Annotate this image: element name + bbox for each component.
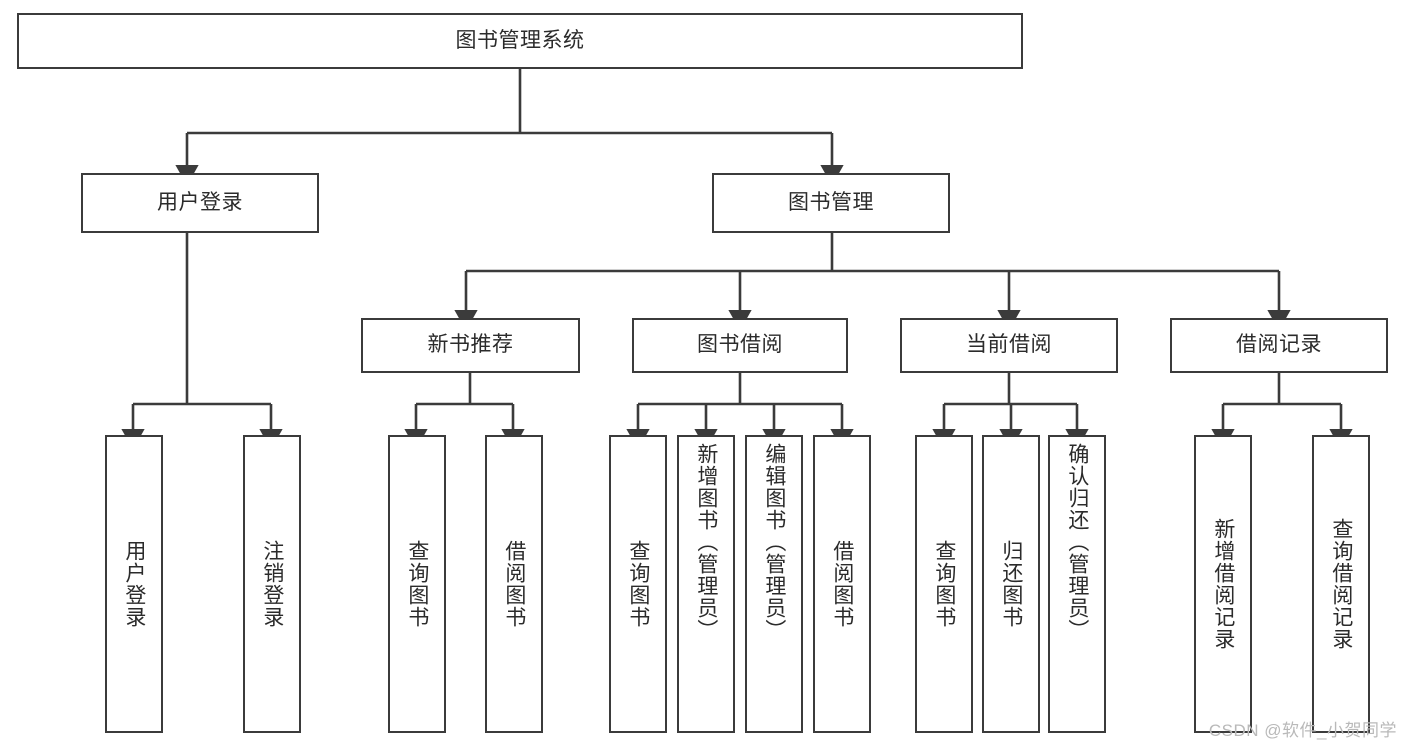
node-leaf-return-book[interactable]: 归还图书 bbox=[982, 435, 1040, 733]
node-leaf-confirm-return-label: 确认归还（管理员） bbox=[1065, 443, 1089, 641]
node-leaf-query-book-2-label: 查询图书 bbox=[626, 540, 650, 628]
node-current-borrow-label: 当前借阅 bbox=[966, 333, 1052, 357]
node-leaf-user-logout-label: 注销登录 bbox=[260, 540, 284, 628]
node-book-borrow-label: 图书借阅 bbox=[697, 333, 783, 357]
node-leaf-query-record[interactable]: 查询借阅记录 bbox=[1312, 435, 1370, 733]
node-leaf-edit-book[interactable]: 编辑图书（管理员） bbox=[745, 435, 803, 733]
node-leaf-add-record-label: 新增借阅记录 bbox=[1211, 518, 1235, 650]
node-leaf-add-book-label: 新增图书（管理员） bbox=[694, 443, 718, 641]
node-leaf-borrow-book-1-label: 借阅图书 bbox=[502, 540, 526, 628]
node-leaf-user-logout[interactable]: 注销登录 bbox=[243, 435, 301, 733]
node-leaf-borrow-book-1[interactable]: 借阅图书 bbox=[485, 435, 543, 733]
node-book-manage-label: 图书管理 bbox=[788, 190, 874, 214]
node-user-login[interactable]: 用户登录 bbox=[81, 173, 319, 233]
node-leaf-borrow-book-2[interactable]: 借阅图书 bbox=[813, 435, 871, 733]
node-leaf-query-book-3[interactable]: 查询图书 bbox=[915, 435, 973, 733]
node-leaf-add-book[interactable]: 新增图书（管理员） bbox=[677, 435, 735, 733]
node-root-label: 图书管理系统 bbox=[455, 28, 585, 52]
node-leaf-query-book-1[interactable]: 查询图书 bbox=[388, 435, 446, 733]
node-leaf-user-login[interactable]: 用户登录 bbox=[105, 435, 163, 733]
node-leaf-borrow-book-2-label: 借阅图书 bbox=[830, 540, 854, 628]
node-current-borrow[interactable]: 当前借阅 bbox=[900, 318, 1118, 373]
watermark-text: CSDN @软件_小贺同学 bbox=[1208, 721, 1397, 740]
node-leaf-query-book-2[interactable]: 查询图书 bbox=[609, 435, 667, 733]
node-leaf-return-book-label: 归还图书 bbox=[999, 540, 1023, 628]
node-leaf-query-book-3-label: 查询图书 bbox=[932, 540, 956, 628]
node-user-login-label: 用户登录 bbox=[157, 190, 243, 214]
node-leaf-edit-book-label: 编辑图书（管理员） bbox=[762, 443, 786, 641]
node-root[interactable]: 图书管理系统 bbox=[17, 13, 1023, 69]
node-leaf-add-record[interactable]: 新增借阅记录 bbox=[1194, 435, 1252, 733]
node-book-manage[interactable]: 图书管理 bbox=[712, 173, 950, 233]
node-leaf-query-record-label: 查询借阅记录 bbox=[1329, 518, 1353, 650]
node-new-book-recommend[interactable]: 新书推荐 bbox=[361, 318, 580, 373]
node-book-borrow[interactable]: 图书借阅 bbox=[632, 318, 848, 373]
node-leaf-confirm-return[interactable]: 确认归还（管理员） bbox=[1048, 435, 1106, 733]
node-borrow-record[interactable]: 借阅记录 bbox=[1170, 318, 1388, 373]
node-borrow-record-label: 借阅记录 bbox=[1236, 333, 1322, 357]
node-leaf-user-login-label: 用户登录 bbox=[122, 540, 146, 628]
node-new-book-recommend-label: 新书推荐 bbox=[427, 333, 514, 357]
node-leaf-query-book-1-label: 查询图书 bbox=[405, 540, 429, 628]
